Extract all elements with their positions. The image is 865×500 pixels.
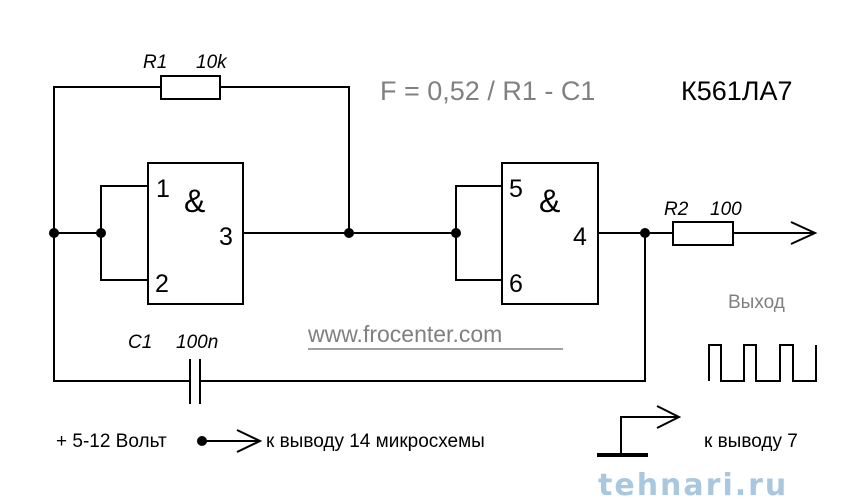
gate1-pin-3: 3	[219, 223, 233, 251]
gnd-pin-label: к выводу 7	[704, 431, 798, 452]
gate2-symbol: &	[539, 183, 560, 219]
r1-feedback-wire	[53, 86, 350, 233]
input-wires-gate2	[455, 185, 502, 281]
resistor-r2	[672, 221, 734, 246]
gate2-pin-5: 5	[509, 175, 523, 203]
chip-name: К561ЛА7	[681, 76, 793, 106]
gate2-body	[501, 162, 599, 305]
watermark: tehnari.ru	[598, 468, 788, 500]
square-wave-icon	[708, 344, 817, 382]
supply-arrow-icon	[236, 429, 263, 453]
website-text[interactable]: www.frocenter.com	[307, 321, 502, 347]
frequency-formula: F = 0,52 / R1 - C1	[380, 76, 595, 106]
junction-dot	[640, 228, 650, 238]
gate2-pin-4: 4	[573, 223, 587, 251]
gate1-pin-2: 2	[155, 270, 169, 298]
junction-dot	[344, 228, 354, 238]
r1-name: R1	[143, 52, 167, 73]
c1-feedback-wire	[53, 233, 646, 382]
gate1-body	[147, 162, 244, 305]
r1-value: 10k	[196, 52, 228, 73]
gate2-pin-6: 6	[509, 270, 523, 298]
junction-dot	[96, 228, 106, 238]
website-link[interactable]: www.frocenter.com	[307, 321, 502, 347]
output-arrow-icon	[790, 221, 818, 245]
c1-name: C1	[128, 332, 152, 353]
vcc-pin-label: к выводу 14 микросхемы	[266, 431, 485, 452]
output-label: Выход	[728, 292, 785, 313]
junction-dot	[451, 228, 461, 238]
resistor-r1	[160, 75, 221, 100]
ground-symbol-icon	[597, 405, 682, 457]
nand-gate-2: 5 & 4 6	[501, 162, 599, 305]
capacitor-c1	[189, 359, 201, 404]
gate1-symbol: &	[184, 183, 205, 219]
supply-voltage-label: + 5-12 Вольт	[56, 431, 167, 452]
c1-value: 100n	[176, 332, 218, 353]
junction-dot	[49, 228, 59, 238]
r2-name: R2	[664, 199, 689, 220]
nand-gate-1: 1 & 3 2	[147, 162, 244, 305]
r2-value: 100	[710, 199, 742, 220]
gate1-pin-1: 1	[156, 175, 170, 203]
